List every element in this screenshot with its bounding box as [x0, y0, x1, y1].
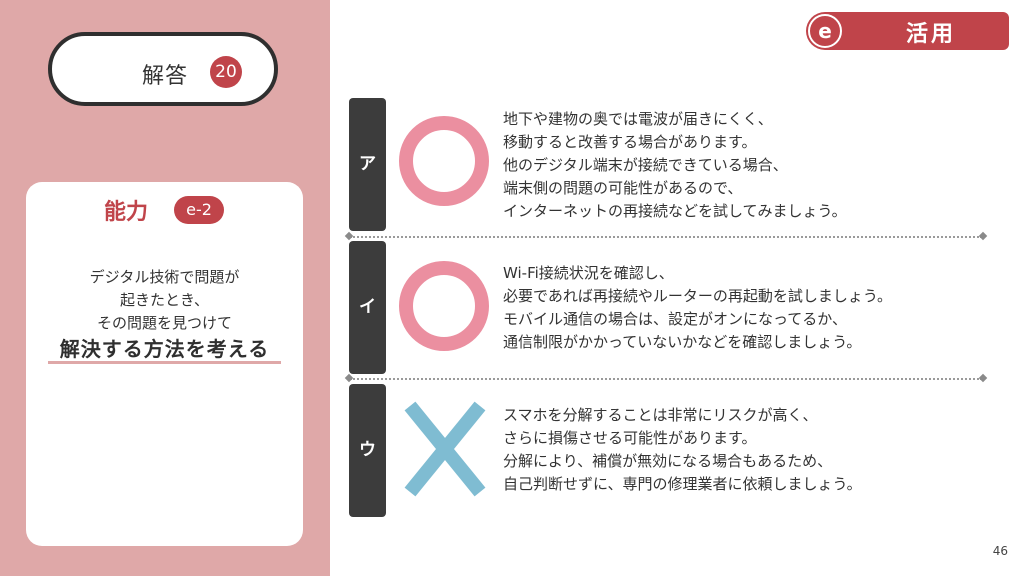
option-text-line: 通信制限がかかっていないかなどを確認しましょう。 — [503, 333, 862, 351]
option-text-line: 分解により、補償が無効になる場合もあるため、 — [503, 452, 833, 470]
option-text-a: 地下や建物の奥では電波が届きにくく、 移動すると改善する場合があります。 他のデ… — [503, 108, 847, 223]
ability-description-line: デジタル技術で問題が — [89, 268, 240, 286]
page-number: 46 — [992, 544, 1008, 558]
ability-description-line: その問題を見つけて — [96, 314, 232, 332]
option-text-line: 他のデジタル端末が接続できている場合、 — [503, 156, 788, 174]
option-label-u: ウ — [349, 384, 386, 517]
option-label-a: ア — [349, 98, 386, 231]
option-text-line: 端末側の問題の可能性があるので、 — [503, 179, 743, 197]
option-text-line: 地下や建物の奥では電波が届きにくく、 — [503, 110, 773, 128]
circle-icon — [399, 261, 489, 351]
answer-pill: 解答 20 — [48, 32, 278, 106]
ability-emphasis: 解決する方法を考える — [59, 337, 270, 361]
option-text-line: スマホを分解することは非常にリスクが高く、 — [503, 406, 818, 424]
option-label-i: イ — [349, 241, 386, 374]
option-text-line: さらに損傷させる可能性があります。 — [503, 429, 757, 447]
option-text-u: スマホを分解することは非常にリスクが高く、 さらに損傷させる可能性があります。 … — [503, 404, 862, 496]
option-text-line: 自己判断せずに、専門の修理業者に依頼しましょう。 — [503, 475, 862, 493]
option-divider — [350, 236, 982, 238]
left-panel: 解答 20 能力 e-2 デジタル技術で問題が 起きたとき、 その問題を見つけて… — [0, 0, 330, 576]
option-divider — [350, 378, 982, 380]
ability-title: 能力 — [104, 200, 149, 225]
emphasis-underline — [48, 361, 281, 364]
category-label: 活用 — [905, 22, 956, 47]
ability-code-badge: e-2 — [174, 196, 224, 224]
ability-description: デジタル技術で問題が 起きたとき、 その問題を見つけて — [26, 266, 303, 335]
ability-description-line: 起きたとき、 — [120, 291, 209, 309]
option-text-i: Wi-Fi接続状況を確認し、 必要であれば再接続やルーターの再起動を試しましょう… — [503, 262, 892, 354]
option-text-line: Wi-Fi接続状況を確認し、 — [503, 264, 674, 282]
category-tab: e 活用 — [806, 12, 1009, 50]
answer-label: 解答 — [142, 64, 189, 89]
option-text-line: 必要であれば再接続やルーターの再起動を試しましょう。 — [503, 287, 892, 305]
category-letter-badge: e — [808, 14, 842, 48]
ability-card: 能力 e-2 デジタル技術で問題が 起きたとき、 その問題を見つけて 解決する方… — [26, 182, 303, 546]
option-text-line: モバイル通信の場合は、設定がオンになってるか、 — [503, 310, 847, 328]
circle-icon — [399, 116, 489, 206]
answer-number-badge: 20 — [210, 56, 242, 88]
cross-icon — [404, 401, 486, 497]
option-text-line: 移動すると改善する場合があります。 — [503, 133, 757, 151]
option-text-line: インターネットの再接続などを試してみましょう。 — [503, 202, 847, 220]
